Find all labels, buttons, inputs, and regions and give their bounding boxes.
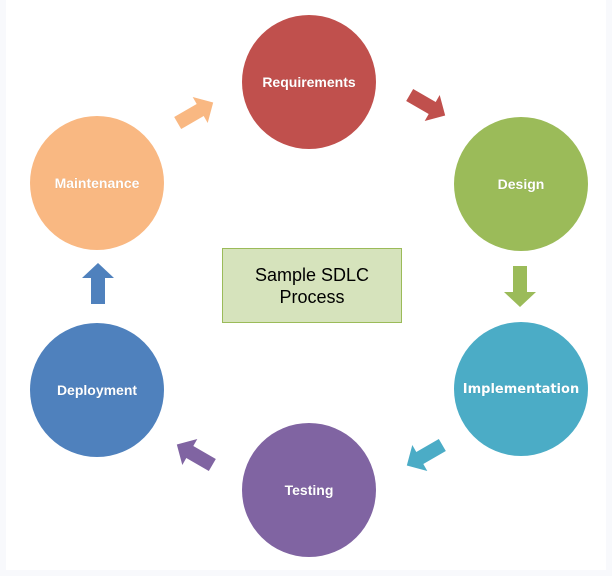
arrow-up-icon xyxy=(82,263,114,304)
phase-label: Deployment xyxy=(56,382,138,398)
phase-testing: Testing xyxy=(242,423,376,557)
phase-deployment: Deployment xyxy=(30,323,164,457)
diagram-title-box: Sample SDLC Process xyxy=(222,248,402,323)
phase-design: Design xyxy=(454,117,588,251)
phase-maintenance: Maintenance xyxy=(30,116,164,250)
phase-requirements: Requirements xyxy=(242,15,376,149)
phase-label: Maintenance xyxy=(54,175,140,191)
phase-label: Requirements xyxy=(262,74,356,90)
arrow-down-icon xyxy=(504,266,536,307)
title-line-2: Process xyxy=(279,286,345,307)
phase-label: Implementation xyxy=(462,381,580,397)
arrow-up-right-icon xyxy=(174,97,214,130)
title-line-1: Sample SDLC xyxy=(254,264,370,285)
arrow-down-right-icon xyxy=(406,88,446,121)
phase-implementation: Implementation xyxy=(454,322,588,456)
phase-label: Design xyxy=(497,176,545,192)
arrow-up-left-icon xyxy=(176,439,216,472)
phase-label: Testing xyxy=(284,482,334,498)
arrow-down-left-icon xyxy=(406,438,446,471)
